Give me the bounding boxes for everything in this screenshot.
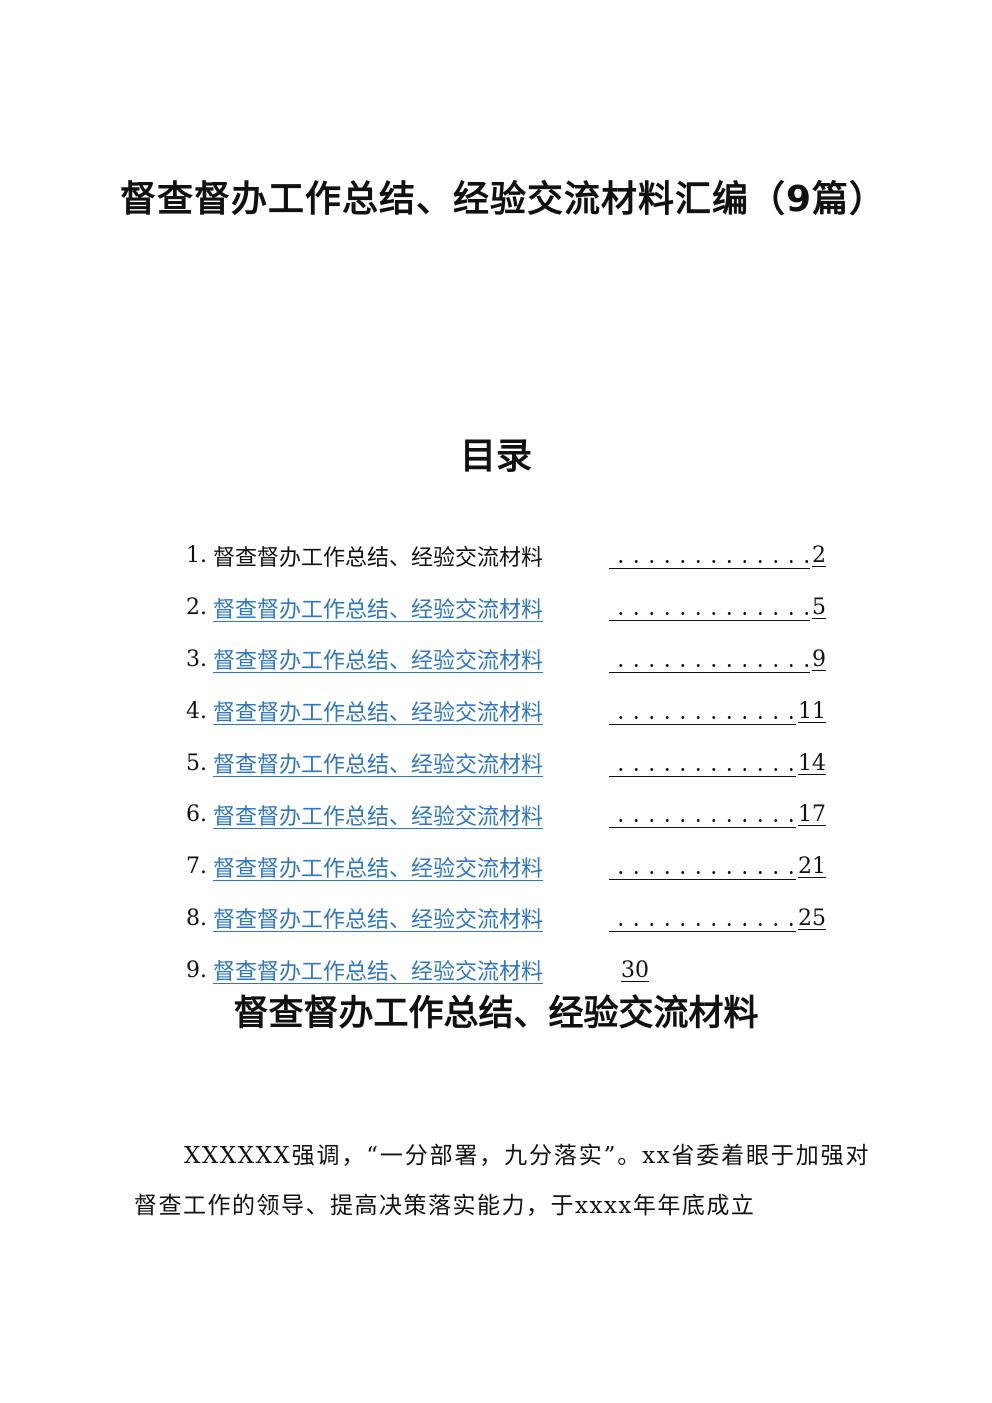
toc-entry-number: 3. — [186, 646, 207, 672]
toc-entry-4[interactable]: 4.督查督办工作总结、经验交流材料 11 — [186, 685, 826, 737]
toc-dot-leader — [609, 754, 796, 777]
section-title: 督查督办工作总结、经验交流材料 — [233, 994, 759, 1034]
toc-entry-number: 7. — [186, 854, 207, 880]
toc-entry-link[interactable]: 督查督办工作总结、经验交流材料 — [213, 804, 544, 830]
toc-entry-link[interactable]: 督查督办工作总结、经验交流材料 — [213, 753, 544, 779]
toc-dot-leader — [609, 650, 810, 673]
toc-entry-2[interactable]: 2.督查督办工作总结、经验交流材料 5 — [186, 582, 826, 634]
toc-entry-page: 9 — [812, 646, 826, 672]
toc-entry-title: 督查督办工作总结、经验交流材料 — [213, 545, 544, 571]
toc-entry-number: 8. — [186, 905, 207, 931]
toc-entry-page: 21 — [798, 854, 826, 880]
toc-entry-page: 30 — [621, 957, 649, 983]
body-paragraph: XXXXXX强调，“一分部署，九分落实”。xx省委着眼于加强对督查工作的领导、提… — [134, 1143, 870, 1219]
toc-entry-page: 5 — [812, 595, 826, 621]
toc-entry-6[interactable]: 6.督查督办工作总结、经验交流材料 17 — [186, 789, 826, 841]
toc-entry-9[interactable]: 9.督查督办工作总结、经验交流材料 30 — [186, 944, 826, 996]
toc-dot-leader — [609, 805, 796, 829]
toc-entry-number: 6. — [186, 802, 207, 828]
toc-entry-page: 14 — [798, 750, 826, 776]
toc-entry-number: 2. — [186, 595, 207, 621]
toc-dot-leader — [609, 909, 796, 932]
toc-entry-5[interactable]: 5.督查督办工作总结、经验交流材料 14 — [186, 737, 826, 789]
toc-entry-page: 17 — [798, 802, 826, 828]
toc-entry-link[interactable]: 督查督办工作总结、经验交流材料 — [213, 597, 544, 623]
toc-entry-page: 11 — [798, 698, 826, 724]
toc-entry-link[interactable]: 督查督办工作总结、经验交流材料 — [213, 856, 544, 882]
toc-entry-8[interactable]: 8.督查督办工作总结、经验交流材料 25 — [186, 893, 826, 945]
toc-entry-number: 4. — [186, 698, 207, 724]
toc-entry-page: 25 — [798, 905, 826, 931]
toc-entry-link[interactable]: 督查督办工作总结、经验交流材料 — [213, 960, 544, 986]
toc-entry-7[interactable]: 7.督查督办工作总结、经验交流材料 21 — [186, 841, 826, 893]
toc-entry-link[interactable]: 督查督办工作总结、经验交流材料 — [213, 701, 544, 727]
toc-entry-link[interactable]: 督查督办工作总结、经验交流材料 — [213, 649, 544, 675]
document-title: 督查督办工作总结、经验交流材料汇编（9篇） — [120, 179, 887, 220]
toc-entry-number: 5. — [186, 750, 207, 776]
toc-entry-3[interactable]: 3.督查督办工作总结、经验交流材料 9 — [186, 634, 826, 686]
toc-entry-number: 9. — [186, 957, 207, 983]
toc-entry-link[interactable]: 督查督办工作总结、经验交流材料 — [213, 908, 544, 934]
toc-dot-leader — [609, 598, 810, 622]
toc-entry-number: 1. — [186, 543, 207, 569]
toc-entry-page: 2 — [812, 543, 826, 569]
toc-dot-leader — [609, 702, 796, 725]
toc-entry-1: 1.督查督办工作总结、经验交流材料 2 — [186, 530, 826, 582]
toc-dot-leader — [609, 857, 796, 881]
toc-dot-leader — [609, 546, 810, 570]
toc-heading: 目录 — [459, 436, 532, 477]
